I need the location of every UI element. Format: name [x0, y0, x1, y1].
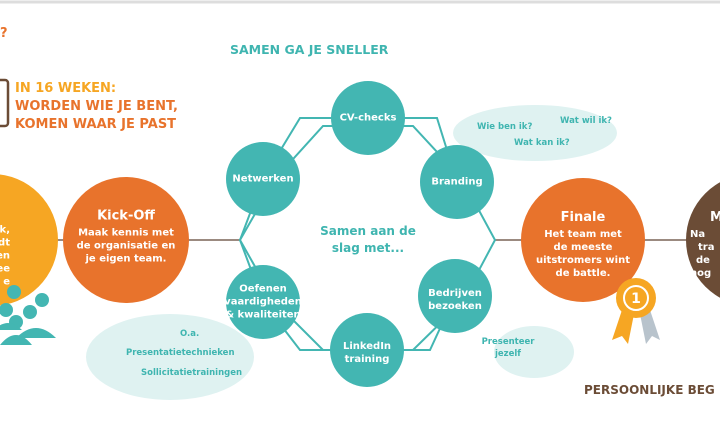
center-label-line: slag met...: [331, 241, 405, 255]
finale-line: uitstromers wint: [536, 255, 630, 266]
intro-line: e: [3, 276, 10, 288]
intro-text: sprek, rdt een ee e: [0, 224, 10, 289]
center-label: Samen aan de slag met...: [320, 223, 416, 257]
linkedin-line: LinkedIn: [342, 341, 392, 352]
bedrijven-line: Bedrijven: [428, 288, 482, 299]
branding-circle: [420, 145, 494, 219]
training-bubble: [86, 314, 254, 400]
netwerken-label: Netwerken: [232, 173, 294, 185]
footer-heading: PERSOONLIJKE BEG: [584, 383, 715, 397]
next-stage-line: tra: [698, 242, 715, 253]
finale-line: de meeste: [553, 242, 613, 253]
question-who: Wie ben ik?: [477, 122, 533, 132]
finale-circle: [521, 178, 645, 302]
center-label-line: Samen aan de: [320, 224, 416, 238]
intro-line: ee: [0, 263, 10, 275]
clipboard-icon: [0, 78, 10, 128]
branding-label: Branding: [431, 176, 483, 188]
oefenen-label: Oefenen vaardigheden & kwaliteiten: [224, 283, 302, 322]
bedrijven-line: bezoeken: [428, 301, 482, 312]
presenteer-line: jezelf: [494, 349, 522, 359]
kickoff-text: Kick-Off Maak kennis met de organisatie …: [77, 207, 176, 266]
training-example: Sollicitatietrainingen: [141, 368, 243, 378]
question-mark: ?: [0, 26, 8, 41]
oefenen-line: Oefenen: [239, 283, 287, 295]
linkedin-line: training: [344, 354, 390, 365]
next-stage-line: nog: [690, 268, 712, 279]
question-can: Wat kan ik?: [514, 138, 570, 148]
training-intro: O.a.: [180, 329, 200, 339]
kickoff-circle: [63, 177, 189, 303]
presenteer-bubble: [494, 326, 574, 378]
people-icon: [0, 285, 56, 345]
tagline: IN 16 WEKEN: WORDEN WIE JE BENT, KOMEN W…: [15, 80, 178, 134]
medal-icon: 1: [612, 278, 660, 344]
finale-line: de battle.: [555, 268, 611, 279]
presenteer-line: Presenteer: [481, 337, 535, 347]
intro-line: sprek,: [0, 224, 10, 236]
next-stage-title: M: [710, 210, 720, 225]
intro-line: een: [0, 250, 10, 262]
questions-bubble: [453, 105, 617, 161]
bedrijven-circle: [418, 259, 492, 333]
finale-line: Het team met: [544, 229, 622, 240]
intro-circle: [0, 174, 58, 306]
oefenen-circle: [226, 265, 300, 339]
section-title: SAMEN GA JE SNELLER: [230, 42, 389, 57]
presenteer-label: Presenteer jezelf: [482, 336, 535, 360]
svg-text:1: 1: [631, 291, 641, 307]
kickoff-line: je eigen team.: [85, 253, 167, 265]
cv-checks-circle: [331, 81, 405, 155]
tagline-line-3: KOMEN WAAR JE PAST: [15, 117, 177, 132]
cv-checks-label: CV-checks: [339, 112, 397, 124]
oefenen-line: vaardigheden: [224, 296, 302, 308]
linkedin-circle: [330, 313, 404, 387]
bedrijven-label: Bedrijven bezoeken: [428, 287, 482, 313]
kickoff-title: Kick-Off: [97, 208, 155, 224]
netwerken-circle: [226, 142, 300, 216]
intro-line: rdt: [0, 237, 10, 249]
finale-title: Finale: [560, 210, 606, 225]
finale-text: Finale Het team met de meeste uitstromer…: [536, 208, 630, 280]
training-example: Presentatietechnieken: [126, 348, 235, 358]
next-stage-circle: [686, 182, 720, 298]
kickoff-line: de organisatie en: [76, 240, 176, 252]
next-stage-line: de: [696, 255, 710, 266]
tagline-line-1: IN 16 WEKEN:: [15, 81, 117, 96]
next-stage-text: M Na tra de nog: [690, 208, 720, 280]
question-want: Wat wil ik?: [560, 116, 612, 126]
oefenen-line: & kwaliteiten: [225, 309, 301, 321]
linkedin-label: LinkedIn training: [343, 340, 391, 366]
next-stage-line: Na: [690, 229, 706, 240]
tagline-line-2: WORDEN WIE JE BENT,: [15, 99, 178, 114]
kickoff-line: Maak kennis met: [78, 227, 174, 239]
